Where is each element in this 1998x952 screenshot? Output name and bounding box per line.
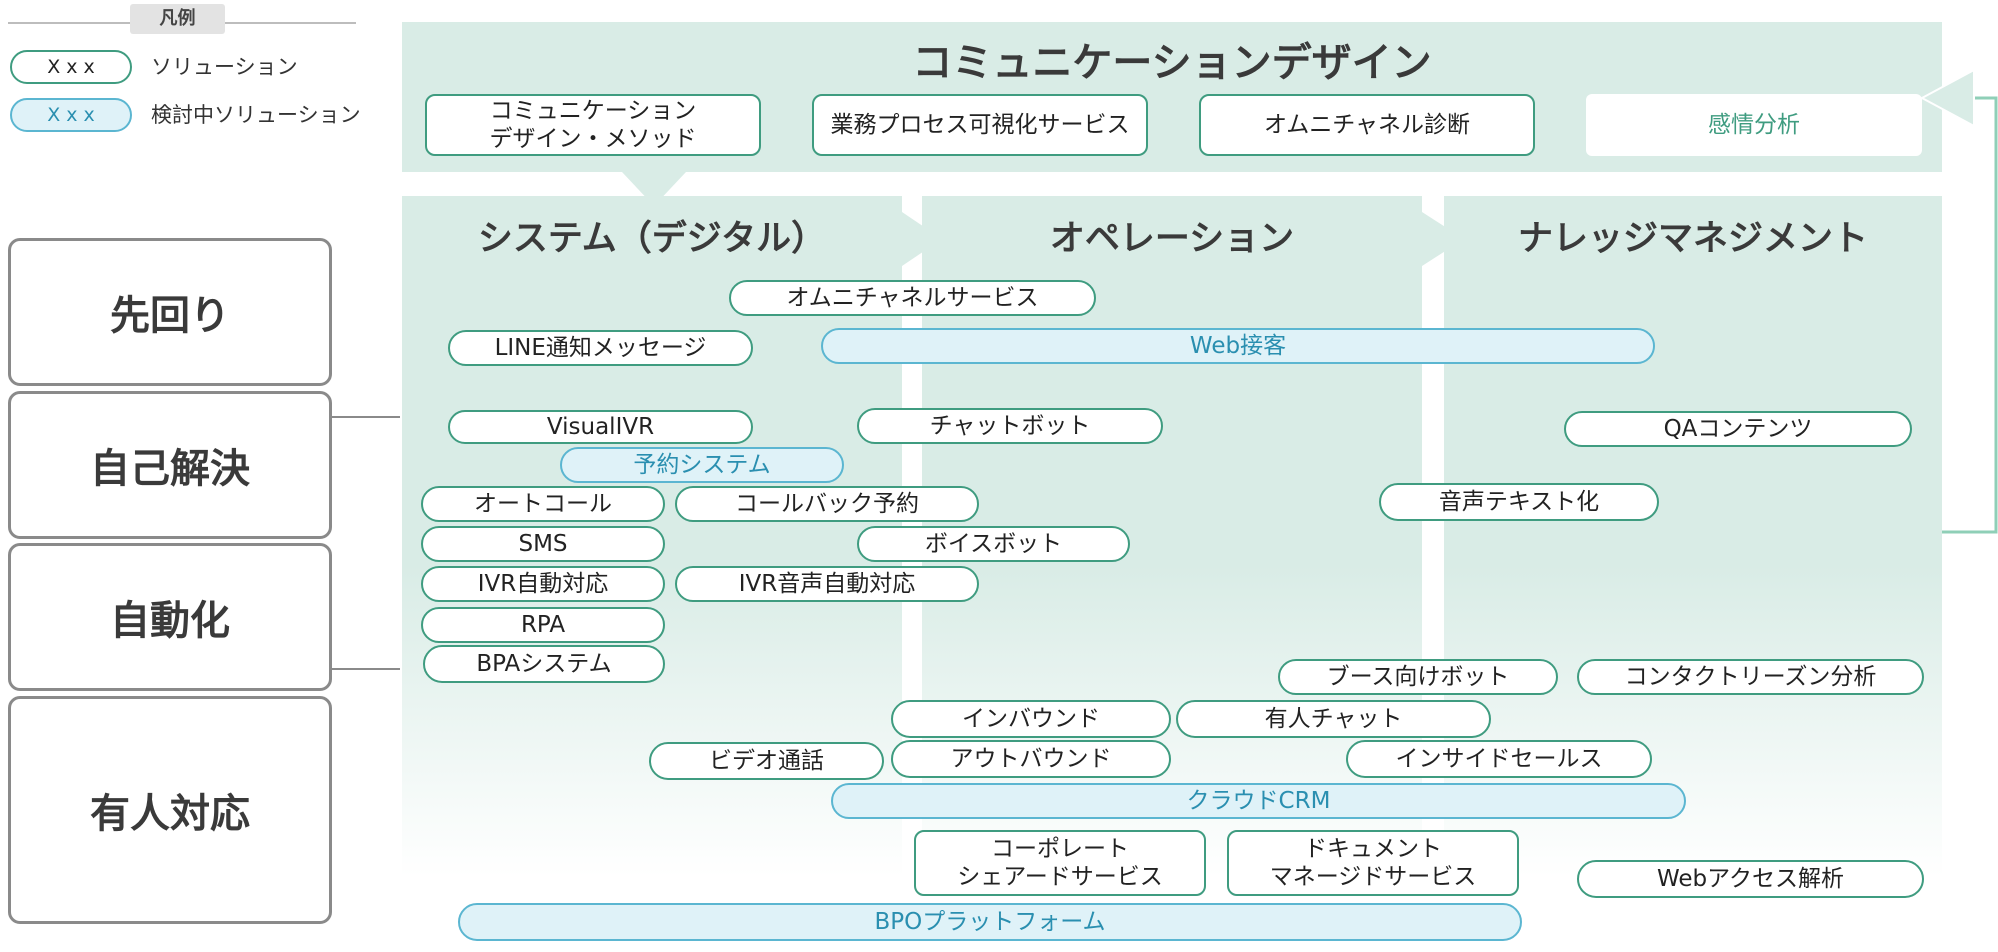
solution-staffed-chat: 有人チャット [1176, 700, 1491, 738]
solution-line-notify: LINE通知メッセージ [448, 330, 753, 366]
solution-autocall: オートコール [421, 486, 665, 522]
comm-design-method: コミュニケーション デザイン・メソッド [425, 94, 761, 156]
down-arrow-marker [622, 172, 686, 206]
solution-contact-reason-analysis: コンタクトリーズン分析 [1577, 659, 1924, 695]
solution-inside-sales: インサイドセールス [1346, 740, 1652, 778]
right-arrow-marker-2 [1422, 212, 1464, 266]
solution-visual-ivr: VisualIVR [448, 410, 753, 444]
solution-chatbot: チャットボット [857, 408, 1163, 444]
solution-document-managed-service: ドキュメント マネージドサービス [1227, 830, 1519, 896]
legend-solution-sample: X x x [10, 50, 132, 84]
column-title-operation: オペレーション [1049, 219, 1295, 259]
solution-voicebot: ボイスボット [857, 526, 1130, 562]
solution-inbound: インバウンド [891, 700, 1171, 738]
solution-outbound: アウトバウンド [891, 740, 1171, 778]
solution-video-call: ビデオ通話 [649, 742, 884, 780]
solution-corporate-shared-service: コーポレート シェアードサービス [914, 830, 1206, 896]
solution-bpo-platform: BPOプラットフォーム [458, 903, 1522, 941]
row-label-automation: 自動化 [8, 543, 332, 691]
solution-omnichannel-service: オムニチャネルサービス [729, 280, 1096, 316]
solution-booth-bot: ブース向けボット [1278, 659, 1558, 695]
row-connector-lower [332, 668, 400, 670]
solution-callback-reservation: コールバック予約 [675, 486, 979, 522]
legend-title: 凡例 [130, 4, 225, 34]
row-label-self-service: 自己解決 [8, 391, 332, 539]
solution-ivr-voice-auto: IVR音声自動対応 [675, 566, 979, 602]
row-label-staffed: 有人対応 [8, 696, 332, 924]
row-connector-upper [332, 416, 400, 418]
row-label-proactive: 先回り [8, 238, 332, 386]
solution-web-access-analysis: Webアクセス解析 [1577, 860, 1924, 898]
legend-solution-label: ソリューション [151, 55, 298, 79]
legend-candidate-label: 検討中ソリューション [151, 103, 361, 127]
solution-cloud-crm: クラウドCRM [831, 783, 1686, 819]
solution-qa-contents: QAコンテンツ [1564, 411, 1912, 447]
solution-bpa-system: BPAシステム [423, 645, 665, 683]
column-title-knowledge: ナレッジマネジメント [1517, 219, 1868, 259]
solution-ivr-auto: IVR自動対応 [421, 566, 665, 602]
solution-speech-to-text: 音声テキスト化 [1379, 483, 1659, 521]
right-arrow-marker-1 [902, 212, 942, 266]
feedback-loop-line [1942, 96, 1998, 534]
process-visualization-service: 業務プロセス可視化サービス [812, 94, 1148, 156]
solution-web-service: Web接客 [821, 328, 1655, 364]
legend-candidate-sample: X x x [10, 98, 132, 132]
solution-sms: SMS [421, 526, 665, 562]
feedback-arrow-head [1919, 68, 1975, 128]
column-title-system: システム（デジタル） [477, 219, 827, 259]
communication-design-title: コミュニケーションデザイン [912, 40, 1432, 86]
emotion-analysis: 感情分析 [1586, 94, 1922, 156]
solution-reservation-system: 予約システム [560, 447, 844, 483]
solution-rpa: RPA [421, 607, 665, 643]
omnichannel-diagnosis: オムニチャネル診断 [1199, 94, 1535, 156]
